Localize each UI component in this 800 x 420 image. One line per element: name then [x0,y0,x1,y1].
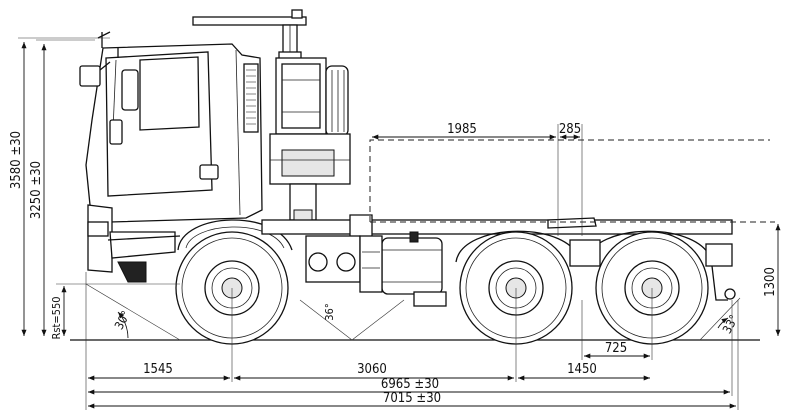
dim-front-overhang: 1545 [143,362,173,377]
dim-fifth-wheel-height: 1300 [763,267,778,297]
dim-rear-half-spacing: 725 [605,341,627,356]
dim-ground-clearance: Rst=550 [50,296,63,339]
front-fender [177,219,293,251]
dim-overall-height: 3580 ±30 [9,131,24,189]
dim-wheelbase-front-mid: 3060 [357,362,387,377]
dim-wheelbase-mid-rear: 1450 [567,362,597,377]
chassis-frame [261,214,733,239]
cab [79,31,263,283]
fuel-tank [381,231,447,307]
battery-box [305,235,383,293]
crane [192,9,307,63]
dim-fifth-wheel-length: 1985 [447,122,477,137]
dim-overall-length: 7015 ±30 [383,391,441,406]
dim-fifth-wheel-offset: 285 [559,122,581,137]
dim-under-angle: 36° [323,303,336,321]
dim-body-length: 6965 ±30 [381,377,439,392]
dim-approach-angle: 30° [112,308,133,331]
equipment-tower [269,57,351,227]
truck-outline [79,9,736,345]
dim-cab-height: 3250 ±30 [29,161,44,219]
